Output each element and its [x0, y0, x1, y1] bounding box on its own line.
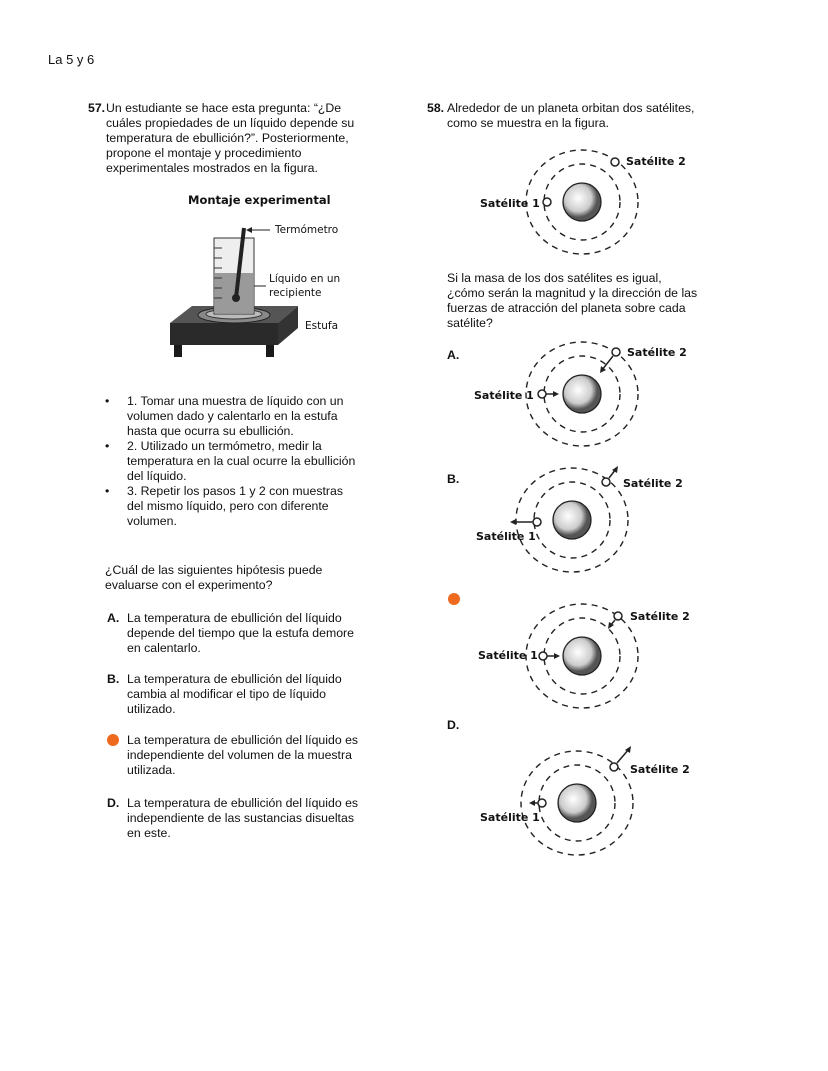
satellite-2-label: Satélite 2: [623, 477, 683, 490]
step-item: • 2. Utilizado un termómetro, medir la t…: [105, 439, 385, 484]
option-line: La temperatura de ebullición del líquido…: [127, 796, 359, 810]
step-item: • 1. Tomar una muestra de líquido con un…: [105, 394, 385, 439]
figure-title: Montaje experimental: [188, 193, 331, 207]
q58-option-c-selected-marker[interactable]: [448, 592, 460, 610]
bullet-point: •: [105, 394, 110, 408]
q58-option-a-letter[interactable]: A.: [447, 348, 460, 362]
q58-stem: Alrededor de un planeta orbitan dos saté…: [447, 101, 727, 131]
q58-option-c-diagram[interactable]: [520, 600, 650, 712]
satellite-1-label: Satélite 1: [478, 649, 538, 662]
q58-stem-line: como se muestra en la figura.: [447, 116, 609, 130]
satellite-1-label: Satélite 1: [480, 811, 540, 824]
q57-option-d[interactable]: D. La temperatura de ebullición del líqu…: [107, 796, 384, 841]
experimental-setup-figure: [170, 227, 298, 357]
step-line: temperatura en la cual ocurre la ebullic…: [127, 454, 356, 468]
procedure-steps: • 1. Tomar una muestra de líquido con un…: [105, 394, 385, 529]
q58-option-d-letter[interactable]: D.: [447, 718, 460, 732]
option-line: en calentarlo.: [127, 641, 201, 655]
option-line: utilizada.: [127, 763, 176, 777]
option-line: utilizado.: [127, 702, 176, 716]
label-thermometer: Termómetro: [275, 224, 339, 236]
bullet-point: •: [105, 439, 110, 453]
q57-stem-line: cuáles propiedades de un líquido depende…: [106, 116, 355, 130]
q58-stem-line: Alrededor de un planeta orbitan dos saté…: [447, 101, 695, 115]
satellite-1-label: Satélite 1: [476, 530, 536, 543]
step-line: hasta que ocurra su ebullición.: [127, 424, 294, 438]
option-letter: B.: [107, 672, 120, 686]
q58-option-b-diagram[interactable]: [500, 464, 650, 579]
q57-option-b[interactable]: B. La temperatura de ebullición del líqu…: [107, 672, 384, 717]
selected-answer-marker: [107, 734, 119, 750]
q57-stem: Un estudiante se hace esta pregunta: “¿D…: [106, 101, 384, 176]
option-letter: D.: [107, 796, 120, 810]
option-line: en este.: [127, 826, 171, 840]
label-stove: Estufa: [305, 320, 339, 332]
q58-option-d-diagram[interactable]: [505, 745, 655, 860]
label-liquid-2: recipiente: [269, 287, 322, 299]
q58-option-b-letter[interactable]: B.: [447, 472, 460, 486]
q58-number: 58.: [427, 101, 445, 115]
step-line: 1. Tomar una muestra de líquido con un: [127, 394, 344, 408]
q57-stem-line: experimentales mostrados en la figura.: [106, 161, 318, 175]
option-line: depende del tiempo que la estufa demore: [127, 626, 354, 640]
step-line: volumen.: [127, 514, 177, 528]
step-line: 2. Utilizado un termómetro, medir la: [127, 439, 322, 453]
step-line: 3. Repetir los pasos 1 y 2 con muestras: [127, 484, 343, 498]
q57-number: 57.: [88, 101, 106, 115]
option-line: La temperatura de ebullición del líquido…: [127, 733, 359, 747]
q58-question-line: Si la masa de los dos satélites es igual…: [447, 271, 662, 285]
q57-option-a[interactable]: A. La temperatura de ebullición del líqu…: [107, 611, 384, 656]
q58-question-line: fuerzas de atracción del planeta sobre c…: [447, 301, 686, 315]
q57-question-line: evaluarse con el experimento?: [105, 578, 273, 592]
step-line: del líquido.: [127, 469, 187, 483]
option-line: La temperatura de ebullición del líquido: [127, 672, 342, 686]
q58-question-line: ¿cómo serán la magnitud y la dirección d…: [447, 286, 698, 300]
option-letter: A.: [107, 611, 120, 625]
q57-stem-line: temperatura de ebullición?”. Posteriorme…: [106, 131, 349, 145]
satellite-1-label: Satélite 1: [474, 389, 534, 402]
page-header: La 5 y 6: [48, 52, 95, 67]
step-line: volumen dado y calentarlo en la estufa: [127, 409, 338, 423]
option-line: La temperatura de ebullición del líquido: [127, 611, 342, 625]
q57-stem-line: propone el montaje y procedimiento: [106, 146, 302, 160]
satellite-2-label: Satélite 2: [626, 155, 686, 168]
q57-option-c[interactable]: La temperatura de ebullición del líquido…: [107, 733, 384, 778]
option-line: independiente de las sustancias disuelta…: [127, 811, 354, 825]
satellite-2-label: Satélite 2: [630, 763, 690, 776]
q57-stem-line: Un estudiante se hace esta pregunta: “¿D…: [106, 101, 342, 115]
bullet-point: •: [105, 484, 110, 498]
step-line: del mismo líquido, pero con diferente: [127, 499, 329, 513]
label-liquid-1: Líquido en un: [269, 273, 341, 285]
orbit-figure: [525, 149, 639, 255]
q58-option-a-diagram[interactable]: [520, 338, 650, 448]
satellite-1-label: Satélite 1: [480, 197, 540, 210]
q58-question: Si la masa de los dos satélites es igual…: [447, 271, 727, 331]
q57-question-line: ¿Cuál de las siguientes hipótesis puede: [105, 563, 323, 577]
step-item: • 3. Repetir los pasos 1 y 2 con muestra…: [105, 484, 385, 529]
option-line: cambia al modificar el tipo de líquido: [127, 687, 326, 701]
option-line: independiente del volumen de la muestra: [127, 748, 352, 762]
satellite-2-label: Satélite 2: [627, 346, 687, 359]
satellite-2-label: Satélite 2: [630, 610, 690, 623]
q57-question: ¿Cuál de las siguientes hipótesis puede …: [105, 563, 383, 593]
q58-question-line: satélite?: [447, 316, 493, 330]
